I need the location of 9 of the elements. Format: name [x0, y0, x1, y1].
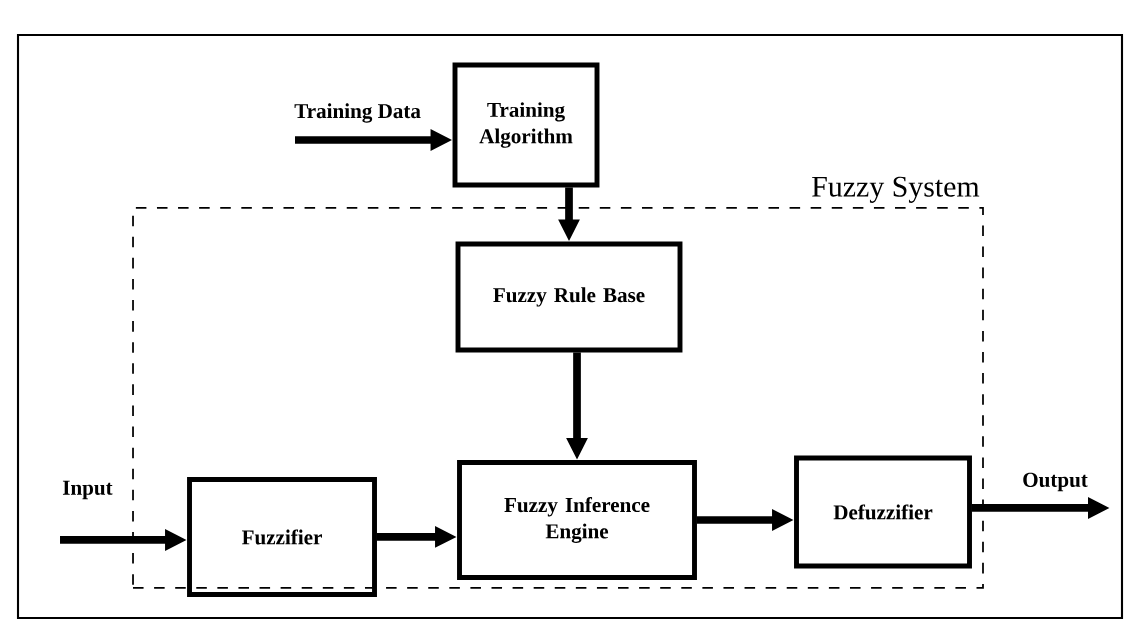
edge-label: Training Data — [294, 103, 421, 123]
edge-label: Output — [1023, 472, 1088, 492]
process-box: Defuzzifier — [794, 455, 972, 569]
process-box: Fuzzy Rule Base — [455, 241, 683, 353]
process-box: Fuzzifier — [187, 477, 377, 597]
boundary-heading: Fuzzy System — [812, 176, 980, 203]
process-box: Fuzzy Inference Engine — [457, 460, 697, 580]
edge-label: Input — [62, 480, 113, 500]
process-box: Training Algorithm — [452, 62, 600, 188]
